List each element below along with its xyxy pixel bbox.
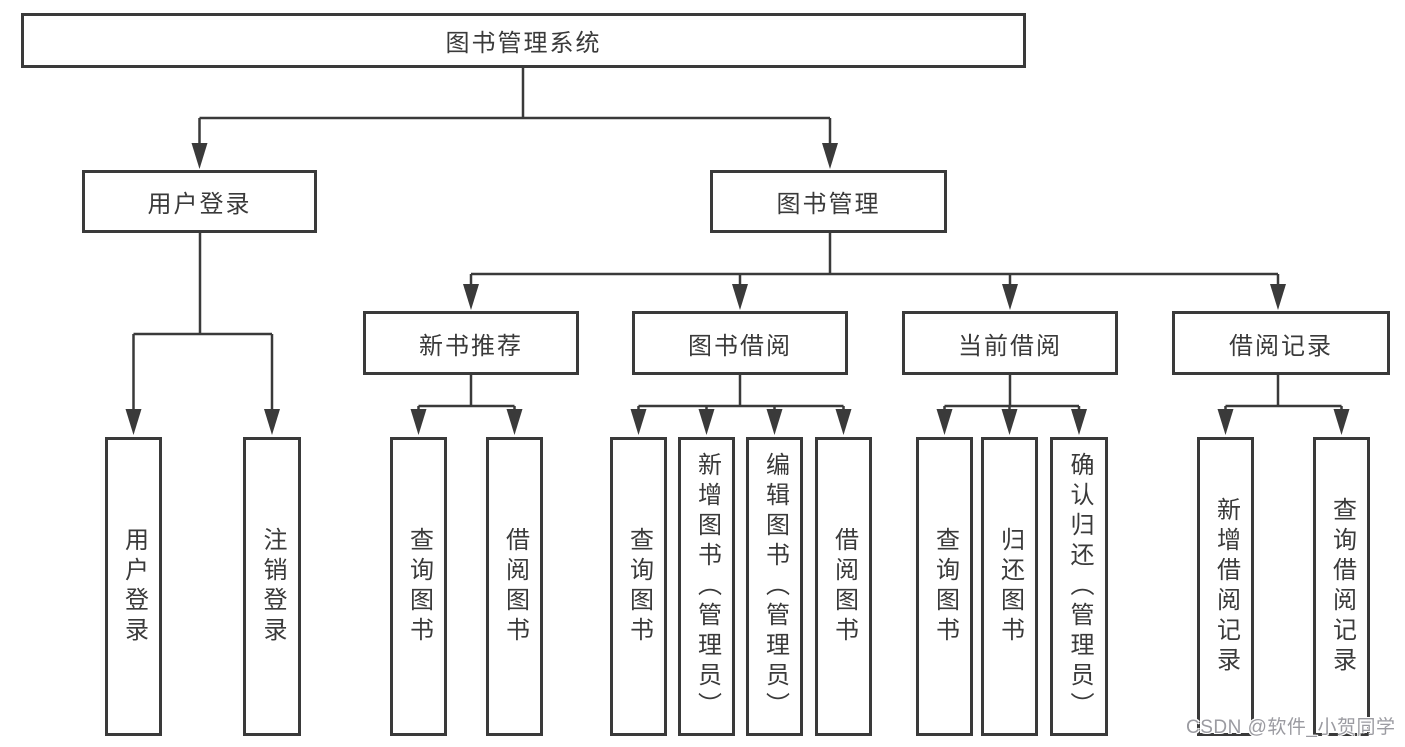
leaf-add-books-admin: 新增图书（管理员）: [678, 437, 735, 736]
leaf-query-books-current: 查询图书: [916, 437, 973, 736]
leaf-user-login: 用户登录: [105, 437, 162, 736]
node-book-borrow: 图书借阅: [632, 311, 848, 375]
leaf-confirm-return-admin-label: 确认归还（管理员）: [1066, 451, 1093, 722]
node-root: 图书管理系统: [21, 13, 1026, 68]
leaf-borrow-books-recommend-label: 借阅图书: [501, 526, 529, 647]
leaf-edit-books-admin: 编辑图书（管理员）: [746, 437, 803, 736]
node-user-login-label: 用户登录: [147, 191, 252, 218]
leaf-return-books-label: 归还图书: [996, 526, 1024, 647]
leaf-query-books-current-label: 查询图书: [931, 526, 959, 647]
node-book-management: 图书管理: [710, 170, 947, 233]
leaf-confirm-return-admin: 确认归还（管理员）: [1050, 437, 1108, 736]
leaf-add-books-admin-label: 新增图书（管理员）: [693, 451, 721, 722]
leaf-borrow-books-recommend: 借阅图书: [486, 437, 543, 736]
node-book-management-label: 图书管理: [776, 191, 881, 218]
leaf-logout: 注销登录: [243, 437, 301, 736]
leaf-query-books-borrow-label: 查询图书: [625, 526, 653, 647]
node-borrow-records: 借阅记录: [1172, 311, 1390, 375]
csdn-watermark: CSDN @软件_小贺同学: [1186, 717, 1396, 738]
node-new-book-recommend: 新书推荐: [363, 311, 579, 375]
leaf-query-books-borrow: 查询图书: [610, 437, 667, 736]
node-current-borrow: 当前借阅: [902, 311, 1118, 375]
leaf-user-login-label: 用户登录: [120, 526, 148, 647]
node-user-login: 用户登录: [82, 170, 317, 233]
leaf-return-books: 归还图书: [981, 437, 1038, 736]
leaf-edit-books-admin-label: 编辑图书（管理员）: [761, 451, 789, 722]
leaf-query-borrow-record-label: 查询借阅记录: [1328, 496, 1356, 677]
node-book-borrow-label: 图书借阅: [688, 332, 792, 360]
leaf-add-borrow-record-label: 新增借阅记录: [1212, 496, 1240, 677]
leaf-logout-label: 注销登录: [259, 526, 286, 647]
leaf-borrow-books: 借阅图书: [815, 437, 872, 736]
leaf-add-borrow-record: 新增借阅记录: [1197, 437, 1254, 736]
node-borrow-records-label: 借阅记录: [1229, 332, 1333, 360]
leaf-query-borrow-record: 查询借阅记录: [1313, 437, 1370, 736]
node-root-label: 图书管理系统: [445, 30, 602, 57]
leaf-query-books-recommend-label: 查询图书: [405, 526, 433, 647]
leaf-query-books-recommend: 查询图书: [390, 437, 447, 736]
leaf-borrow-books-label: 借阅图书: [830, 526, 858, 647]
node-current-borrow-label: 当前借阅: [958, 332, 1062, 360]
node-new-book-recommend-label: 新书推荐: [419, 332, 523, 360]
